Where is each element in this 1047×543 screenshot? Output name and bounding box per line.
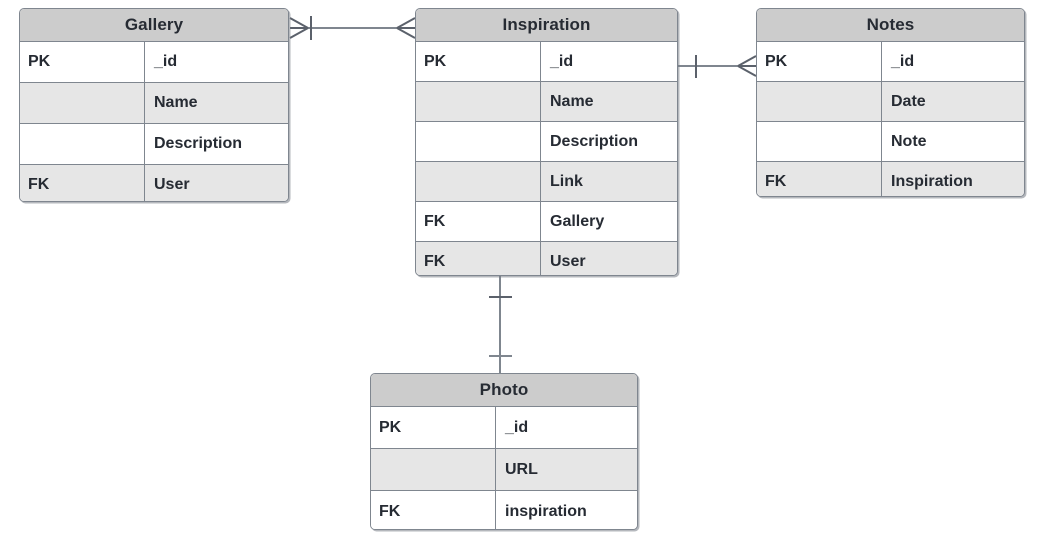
entity-gallery[interactable]: Gallery PK _id Name Description FK User [19,8,289,202]
attribute-name: Description [550,132,639,150]
attribute-row[interactable]: FK User [416,242,677,275]
attribute-row[interactable]: PK _id [757,42,1024,82]
attribute-row[interactable]: Description [416,122,677,162]
attribute-key: FK [757,162,882,196]
attribute-row[interactable]: FK User [20,165,288,201]
attribute-row[interactable]: Name [20,83,288,124]
entity-photo-title: Photo [371,374,637,407]
attribute-key [20,124,145,164]
attribute-name: Note [891,132,927,150]
entity-notes-title: Notes [757,9,1024,42]
attribute-row[interactable]: FK Inspiration [757,162,1024,196]
attribute-row[interactable]: Note [757,122,1024,162]
attribute-key: FK [371,491,496,529]
attribute-key [757,122,882,161]
attribute-name: Description [154,135,243,152]
attribute-key [757,82,882,121]
attribute-name: _id [154,53,178,70]
attribute-key [416,82,541,121]
entity-gallery-attributes: PK _id Name Description FK User [20,42,288,201]
attribute-name: User [550,252,586,270]
entity-inspiration-attributes: PK _id Name Description Link FK Gallery … [416,42,677,275]
crowsfoot-notes [737,55,757,77]
attribute-key: PK [20,42,145,82]
attribute-key [416,122,541,161]
attribute-name: _id [891,52,915,70]
attribute-row[interactable]: PK _id [416,42,677,82]
attribute-row[interactable]: Description [20,124,288,165]
attribute-row[interactable]: Name [416,82,677,122]
attribute-key: PK [371,407,496,448]
entity-notes[interactable]: Notes PK _id Date Note FK Inspiration [756,8,1025,197]
attribute-key: PK [757,42,882,81]
attribute-name: Name [154,94,198,111]
attribute-key [20,83,145,123]
relationship-inspiration-notes [678,55,757,78]
entity-photo[interactable]: Photo PK _id URL FK inspiration [370,373,638,530]
attribute-name: _id [550,52,574,70]
attribute-row[interactable]: URL [371,449,637,491]
relationship-inspiration-photo [489,276,512,373]
crowsfoot-gallery [289,17,309,39]
attribute-key: FK [416,202,541,241]
entity-photo-attributes: PK _id URL FK inspiration [371,407,637,529]
attribute-row[interactable]: PK _id [20,42,288,83]
attribute-name: Name [550,92,594,110]
entity-notes-attributes: PK _id Date Note FK Inspiration [757,42,1024,196]
attribute-key: FK [416,242,541,275]
attribute-name: Inspiration [891,172,973,190]
attribute-row[interactable]: Date [757,82,1024,122]
attribute-key [416,162,541,201]
attribute-name: inspiration [505,502,587,520]
entity-inspiration-title: Inspiration [416,9,677,42]
crowsfoot-inspiration-left [396,17,416,39]
attribute-row[interactable]: FK Gallery [416,202,677,242]
attribute-row[interactable]: Link [416,162,677,202]
entity-gallery-title: Gallery [20,9,288,42]
attribute-name: Gallery [550,212,605,230]
attribute-name: Date [891,92,926,110]
attribute-name: User [154,176,190,193]
attribute-row[interactable]: FK inspiration [371,491,637,529]
relationship-gallery-inspiration [289,16,416,40]
attribute-key [371,449,496,490]
attribute-key: PK [416,42,541,81]
attribute-name: Link [550,172,583,190]
attribute-name: URL [505,460,538,478]
entity-inspiration[interactable]: Inspiration PK _id Name Description Link… [415,8,678,276]
attribute-row[interactable]: PK _id [371,407,637,449]
attribute-key: FK [20,165,145,201]
attribute-name: _id [505,418,529,436]
